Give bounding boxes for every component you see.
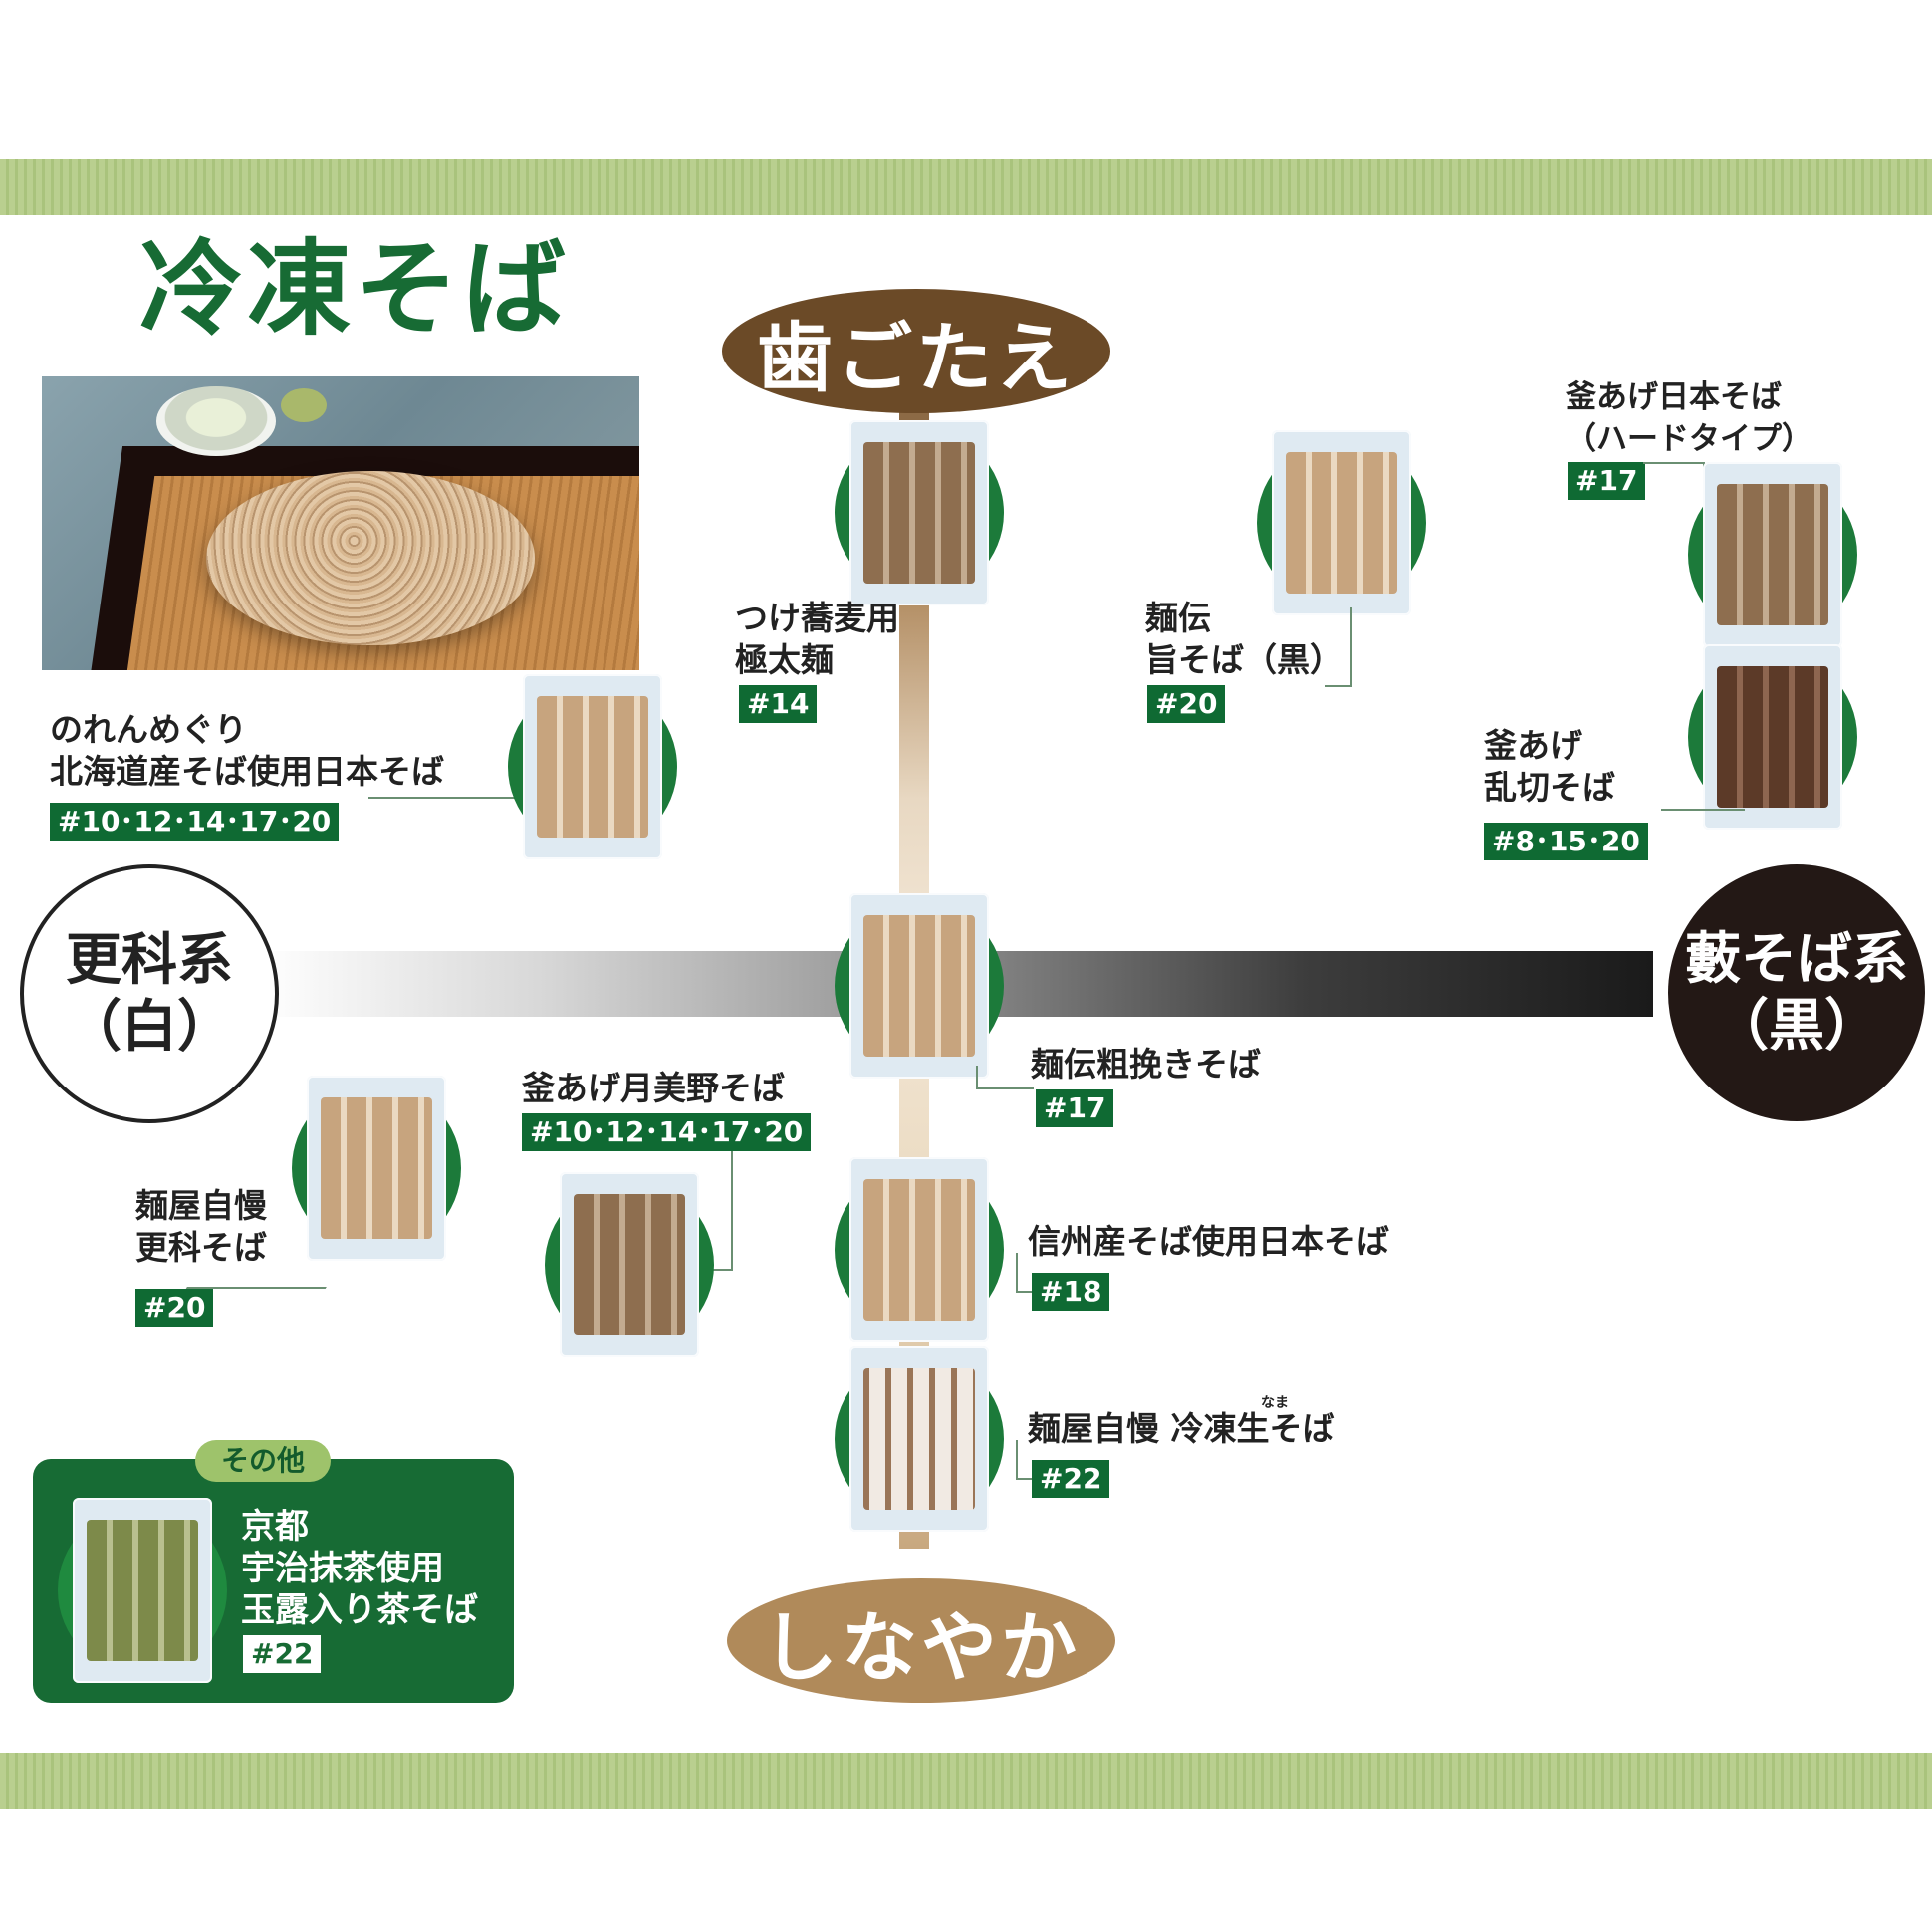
product-name-line: 宇治抹茶使用 [241,1549,444,1588]
product-badge [292,1076,461,1261]
axis-bottom-label: しなやか [727,1578,1115,1703]
product-badge [1688,644,1857,830]
product-name-line: 釜あげ [1484,726,1582,765]
product-name: のれんめぐり 北海道産そば使用日本そば [50,709,444,793]
product-name-line: 更科そば [135,1228,267,1267]
product-package [1703,644,1842,830]
leader-line [705,1151,733,1271]
product-badge [545,1172,714,1357]
other-category-tag: その他 [195,1440,331,1482]
wasabi [281,388,327,422]
page-title: 冷凍そば [139,228,571,350]
top-stripe-band [0,159,1932,215]
product-badge [835,1157,1004,1342]
leader-line [368,797,528,801]
product-name-line: 信州産そば使用日本そば [1028,1222,1389,1261]
product-package [560,1172,699,1357]
axis-left-line-1: 更科系 [66,927,233,993]
product-badge [835,420,1004,605]
product-name-line: つけ蕎麦用 [735,599,899,637]
product-name-line: 麺屋自慢 [135,1186,267,1225]
product-name-line: 麺伝 [1145,599,1211,637]
product-name: 釜あげ日本そば （ハードタイプ） [1566,376,1812,460]
product-package [849,420,989,605]
product-name-line: （ハードタイプ） [1566,421,1812,457]
product-package [523,674,662,859]
product-name-line: 玉露入り茶そば [241,1590,478,1630]
product-name-line: 麺伝粗挽きそば [1031,1045,1261,1084]
product-name: つけ蕎麦用 極太麺 [735,598,899,681]
product-name-line: 極太麺 [735,640,834,679]
product-badge [1257,430,1426,615]
product-code: #14 [739,685,818,723]
axis-right-line-1: 藪そば系 [1685,926,1908,992]
soba-noodles [206,471,535,645]
product-name-line: 麺屋自慢 冷凍生そば [1028,1409,1335,1448]
axis-top-label: 歯ごたえ [722,289,1110,413]
product-name: 麺屋自慢 更科そば [135,1185,267,1269]
leader-line [1325,607,1352,687]
axis-right-label: 藪そば系 （黒） [1668,864,1925,1121]
bottom-stripe-band [0,1753,1932,1809]
other-product-name: 京都 宇治抹茶使用 玉露入り茶そば [241,1506,478,1631]
product-code: #22 [1032,1460,1110,1498]
leader-line [1643,462,1705,490]
product-code: #17 [1568,462,1646,500]
product-name: 信州産そば使用日本そば [1028,1221,1389,1263]
leader-line [185,1243,353,1289]
product-badge [1688,462,1857,647]
condiment-dish [156,386,276,456]
product-badge [58,1498,227,1683]
axis-right-line-2: （黒） [1713,994,1880,1059]
product-name-line: のれんめぐり [50,710,247,749]
product-package [849,1157,989,1342]
product-name: 麺伝粗挽きそば [1031,1044,1261,1086]
leader-line [976,1066,1034,1089]
leader-line [1016,1440,1032,1480]
axis-left-line-2: （白） [66,995,233,1060]
product-name-line: 北海道産そば使用日本そば [50,752,444,791]
product-package [849,1346,989,1532]
leader-line [1016,1253,1032,1293]
product-package [307,1076,446,1261]
product-code: #18 [1032,1273,1110,1311]
product-name-line: 釜あげ月美野そば [522,1069,785,1107]
product-badge [508,674,677,859]
leader-line [1661,809,1745,813]
product-name: 釜あげ月美野そば [522,1068,785,1109]
product-name-line: 乱切そば [1484,768,1615,807]
product-code: #8･15･20 [1484,823,1648,860]
product-name-line: 旨そば（黒） [1145,640,1342,679]
product-package [1703,462,1842,647]
product-package [73,1498,212,1683]
product-code: #20 [135,1289,214,1327]
product-code: #20 [1147,685,1226,723]
product-package [849,893,989,1079]
product-code: #10･12･14･17･20 [522,1113,812,1151]
product-package [1272,430,1411,615]
other-product-code: #22 [243,1635,322,1673]
product-name: 麺屋自慢 冷凍生そば [1028,1408,1335,1450]
product-name-line: 京都 [241,1507,309,1547]
soba-photo [42,376,639,670]
product-name-line: 釜あげ日本そば [1566,379,1782,415]
furigana: なま [1261,1395,1289,1411]
product-name: 麺伝 旨そば（黒） [1145,598,1342,681]
product-badge [835,893,1004,1079]
product-code: #17 [1036,1089,1114,1127]
product-code: #10･12･14･17･20 [50,803,340,841]
product-badge [835,1346,1004,1532]
axis-left-label: 更科系 （白） [20,864,279,1123]
product-name: 釜あげ 乱切そば [1484,725,1615,809]
